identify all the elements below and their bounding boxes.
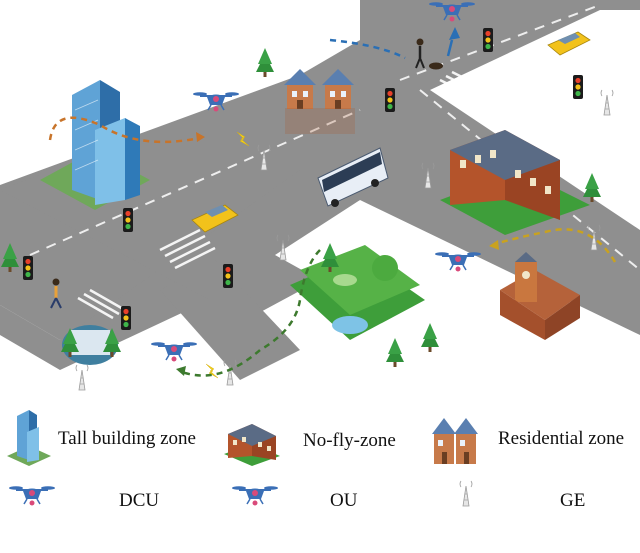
tall-building-icon	[7, 410, 51, 466]
legend-ge: GE	[560, 490, 586, 511]
legend-no-fly-zone: No-fly-zone	[303, 430, 396, 451]
dcu-drone-icon	[8, 485, 56, 507]
ou-drone-left	[150, 341, 198, 363]
road-network	[0, 0, 640, 380]
residential-house-icon	[432, 418, 478, 464]
nofly-to-drone-path	[494, 228, 617, 263]
legend-ou: OU	[330, 490, 358, 511]
taxi-top	[547, 31, 591, 56]
bus	[317, 147, 389, 207]
legend-tall-building-zone: Tall building zone	[58, 428, 196, 449]
ge-antenna-icon	[459, 480, 473, 507]
building-to-drone-path	[48, 116, 201, 144]
legend-residential-zone: Residential zone	[498, 428, 625, 449]
domed-building	[61, 325, 121, 365]
pedestrian-to-drone-path	[329, 38, 406, 60]
legend-dcu: DCU	[119, 490, 160, 511]
dcu-drone-right	[434, 251, 482, 273]
no-fly-zone-building-icon	[224, 424, 280, 466]
no-fly-zone-building	[440, 130, 590, 235]
park-to-drone-path	[181, 249, 321, 377]
city-scene	[0, 0, 640, 391]
park	[290, 243, 439, 367]
ou-drone-icon	[231, 485, 279, 507]
tall-building-zone	[40, 80, 150, 210]
taxi-middle	[191, 204, 239, 233]
pedestrian-top	[415, 38, 443, 70]
residential-zone	[284, 69, 355, 134]
pedestrian-left	[50, 278, 62, 309]
clock-tower-building	[500, 252, 580, 340]
